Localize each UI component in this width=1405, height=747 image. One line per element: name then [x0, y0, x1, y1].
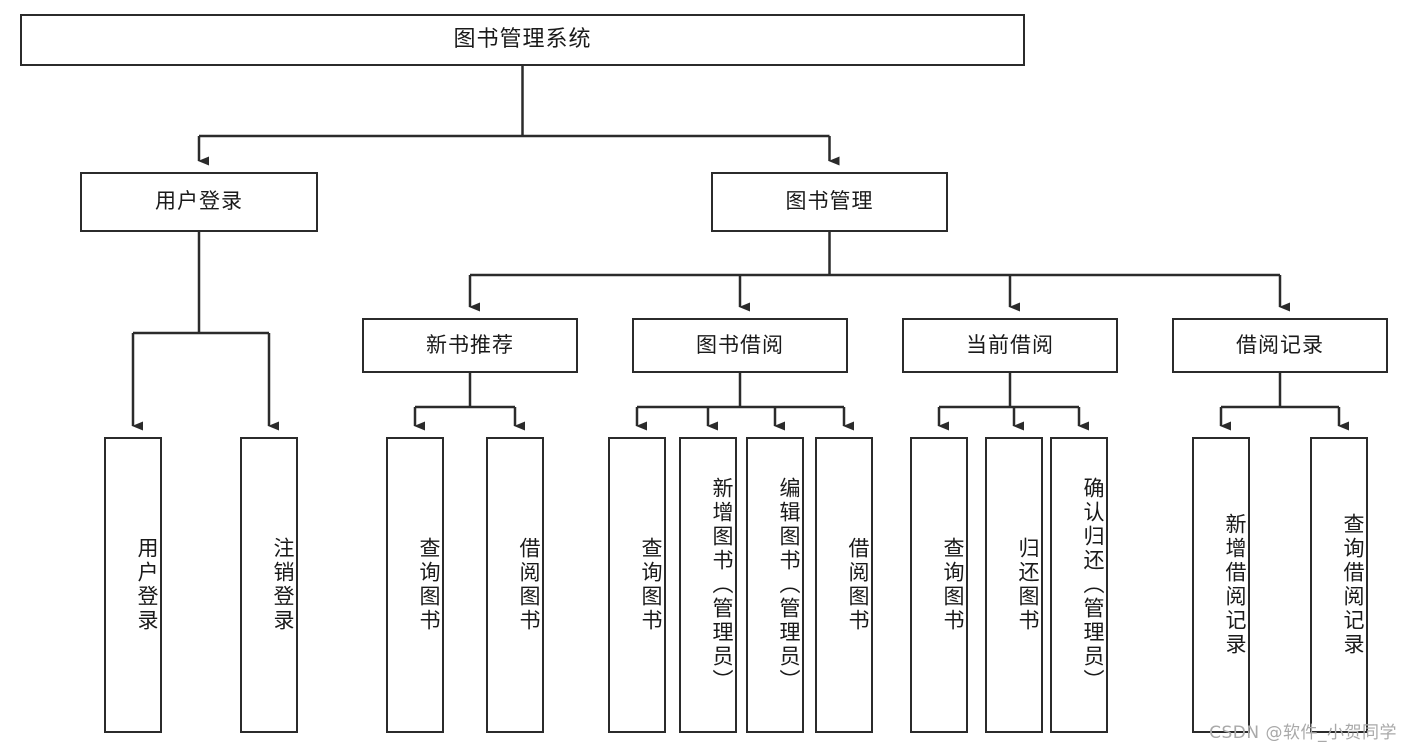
node-label: 查询图书 — [417, 537, 441, 633]
node-label: 确认归还（管理员） — [1081, 477, 1105, 693]
node-label: 图书管理系统 — [453, 26, 592, 52]
node-leaf-add-record[interactable]: 新增借阅记录 — [1192, 437, 1250, 733]
node-leaf-add-book[interactable]: 新增图书（管理员） — [679, 437, 737, 733]
node-label: 当前借阅 — [966, 332, 1054, 357]
node-label: 注销登录 — [271, 537, 295, 633]
node-label: 新增图书（管理员） — [710, 477, 734, 693]
node-leaf-edit-book[interactable]: 编辑图书（管理员） — [746, 437, 804, 733]
node-label: 借阅图书 — [846, 537, 870, 633]
node-leaf-query-book-rec[interactable]: 查询图书 — [386, 437, 444, 733]
node-label: 编辑图书（管理员） — [777, 477, 801, 693]
node-current-borrow[interactable]: 当前借阅 — [902, 318, 1118, 373]
node-label: 用户登录 — [155, 189, 243, 214]
node-leaf-confirm-return[interactable]: 确认归还（管理员） — [1050, 437, 1108, 733]
node-label: 查询借阅记录 — [1341, 513, 1365, 657]
node-label: 查询图书 — [941, 537, 965, 633]
node-leaf-query-record[interactable]: 查询借阅记录 — [1310, 437, 1368, 733]
node-label: 查询图书 — [639, 537, 663, 633]
node-leaf-query-book-cur[interactable]: 查询图书 — [910, 437, 968, 733]
node-user-login[interactable]: 用户登录 — [80, 172, 318, 232]
watermark-text: CSDN @软件_小贺同学 — [1209, 723, 1397, 743]
node-leaf-query-book[interactable]: 查询图书 — [608, 437, 666, 733]
node-label: 归还图书 — [1016, 537, 1040, 633]
node-leaf-user-login[interactable]: 用户登录 — [104, 437, 162, 733]
node-label: 借阅记录 — [1236, 332, 1324, 357]
node-leaf-borrow-book[interactable]: 借阅图书 — [815, 437, 873, 733]
node-label: 借阅图书 — [517, 537, 541, 633]
node-root[interactable]: 图书管理系统 — [20, 14, 1025, 66]
node-borrow-record[interactable]: 借阅记录 — [1172, 318, 1388, 373]
node-leaf-user-logout[interactable]: 注销登录 — [240, 437, 298, 733]
node-book-borrow[interactable]: 图书借阅 — [632, 318, 848, 373]
node-book-manage[interactable]: 图书管理 — [711, 172, 948, 232]
node-label: 图书管理 — [785, 189, 874, 214]
node-label: 图书借阅 — [696, 332, 784, 357]
node-label: 新书推荐 — [426, 332, 514, 357]
node-leaf-return-book[interactable]: 归还图书 — [985, 437, 1043, 733]
node-label: 用户登录 — [135, 537, 159, 633]
node-new-book-rec[interactable]: 新书推荐 — [362, 318, 578, 373]
node-leaf-borrow-book-rec[interactable]: 借阅图书 — [486, 437, 544, 733]
node-label: 新增借阅记录 — [1223, 513, 1247, 657]
